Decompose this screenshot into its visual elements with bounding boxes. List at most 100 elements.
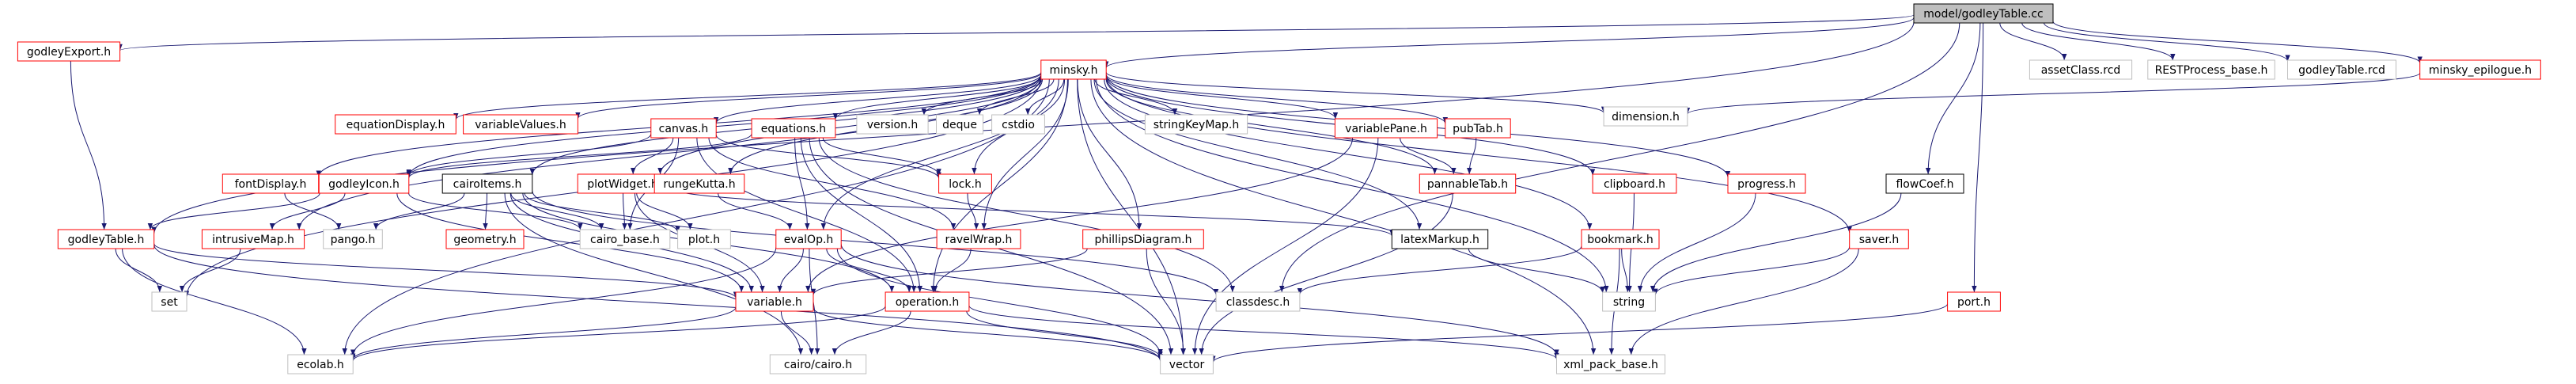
graph-node: pango.h (323, 229, 383, 249)
graph-node: cairo_base.h (579, 229, 671, 249)
node-box (938, 173, 992, 194)
dependency-edge (350, 247, 777, 356)
node-label: rungeKutta.h (663, 178, 735, 191)
graph-node: version.h (856, 114, 929, 135)
dependency-edge (1925, 22, 1981, 175)
graph-node[interactable]: variable.h (735, 291, 814, 312)
node-label: version.h (867, 119, 919, 131)
node-box (751, 118, 836, 139)
dependency-edge (1096, 78, 1609, 293)
node-label: latexMarkup.h (1400, 234, 1479, 246)
graph-node[interactable]: godleyIcon.h (318, 173, 410, 194)
graph-node[interactable]: plotWidget.h (577, 173, 669, 194)
node-box (1419, 173, 1517, 194)
dependency-edge (532, 190, 1219, 295)
dependency-edge (820, 78, 1059, 230)
node-box (1727, 173, 1806, 194)
node-label: ravelWrap.h (945, 234, 1013, 246)
graph-node[interactable]: pubTab.h (1445, 118, 1511, 139)
node-box (936, 114, 983, 135)
node-box (222, 173, 320, 194)
graph-node: cstdio (991, 114, 1045, 135)
graph-node: cairo/cairo.h (769, 354, 867, 374)
dependency-edge (836, 248, 1163, 355)
dependency-edge (396, 192, 744, 293)
dependency-edge (1199, 192, 1453, 355)
dependency-edge (780, 310, 814, 355)
graph-node[interactable]: godleyTable.h (57, 229, 155, 249)
graph-node[interactable]: pannableTab.h (1419, 173, 1517, 194)
node-label: equations.h (761, 123, 826, 135)
graph-node[interactable]: saver.h (1849, 229, 1909, 249)
graph-node[interactable]: intrusiveMap.h (201, 229, 305, 249)
node-box (1602, 291, 1656, 312)
graph-node[interactable]: equations.h (751, 118, 836, 139)
dependency-edge (696, 137, 917, 293)
node-label: phillipsDiagram.h (1095, 234, 1192, 246)
graph-node[interactable]: godleyExport.h (17, 41, 121, 62)
node-label: assetClass.rcd (2041, 64, 2121, 77)
dependency-edge (1093, 78, 1422, 230)
node-label: model/godleyTable.cc (1923, 8, 2043, 21)
node-label: pubTab.h (1453, 123, 1503, 135)
graph-node[interactable]: equationDisplay.h (335, 114, 456, 135)
dependency-edge (800, 137, 922, 293)
node-label: saver.h (1859, 234, 1900, 246)
dependency-edge (1653, 246, 1851, 295)
dependency-edge (1077, 78, 1142, 230)
node-box (2029, 59, 2133, 80)
dependency-edge (832, 310, 911, 355)
node-box (2419, 59, 2541, 80)
dependency-edge (297, 76, 1042, 230)
dependency-edge (622, 192, 627, 230)
dependency-edge (483, 192, 488, 230)
graph-node[interactable]: evalOp.h (775, 229, 842, 249)
node-box (445, 229, 525, 249)
node-box (735, 291, 814, 312)
graph-node: assetClass.rcd (2029, 59, 2133, 80)
dependency-edge (350, 306, 737, 360)
graph-node[interactable]: variablePane.h (1334, 118, 1438, 139)
dependency-edge (1104, 17, 1915, 68)
node-box (1391, 229, 1489, 249)
node-label: geometry.h (453, 234, 516, 246)
graph-node[interactable]: geometry.h (445, 229, 525, 249)
graph-node[interactable]: progress.h (1727, 173, 1806, 194)
dependency-edge (636, 192, 693, 230)
graph-node[interactable]: fontDisplay.h (222, 173, 320, 194)
graph-node[interactable]: variableValues.h (463, 114, 578, 135)
graph-node[interactable]: canvas.h (650, 118, 717, 139)
dependency-edge (524, 192, 680, 233)
dependency-edge (2021, 22, 2176, 61)
node-box (2147, 59, 2275, 80)
graph-node[interactable]: phillipsDiagram.h (1082, 229, 1204, 249)
graph-node[interactable]: bookmark.h (1581, 229, 1660, 249)
dependency-edge (504, 192, 804, 355)
graph-node[interactable]: clipboard.h (1592, 173, 1677, 194)
graph-node[interactable]: ravelWrap.h (936, 229, 1021, 249)
dependency-edge (1972, 22, 1984, 293)
graph-node: plot.h (677, 229, 731, 249)
graph-node: ecolab.h (287, 354, 354, 374)
node-label: ecolab.h (297, 359, 344, 371)
graph-node[interactable]: lock.h (938, 173, 992, 194)
dependency-edge (832, 76, 1042, 120)
dependency-edge (1094, 78, 1178, 116)
dependency-edge (794, 137, 810, 230)
node-label: godleyTable.h (68, 234, 145, 246)
graph-node[interactable]: rungeKutta.h (653, 173, 745, 194)
graph-node[interactable]: port.h (1947, 291, 2001, 312)
dependency-edge (1621, 248, 1631, 293)
graph-node[interactable]: minsky.h (1040, 59, 1107, 80)
node-label: godleyIcon.h (328, 178, 400, 191)
dependency-edge (813, 307, 1163, 361)
graph-node[interactable]: operation.h (885, 291, 970, 312)
node-label: dimension.h (1612, 111, 1680, 124)
node-label: minsky.h (1050, 64, 1098, 77)
graph-node[interactable]: minsky_epilogue.h (2419, 59, 2541, 80)
node-label: plot.h (688, 234, 720, 246)
dependency-edge (714, 74, 1042, 124)
node-label: equationDisplay.h (347, 119, 445, 131)
node-label: cairoItems.h (453, 178, 522, 191)
node-box (151, 291, 188, 312)
